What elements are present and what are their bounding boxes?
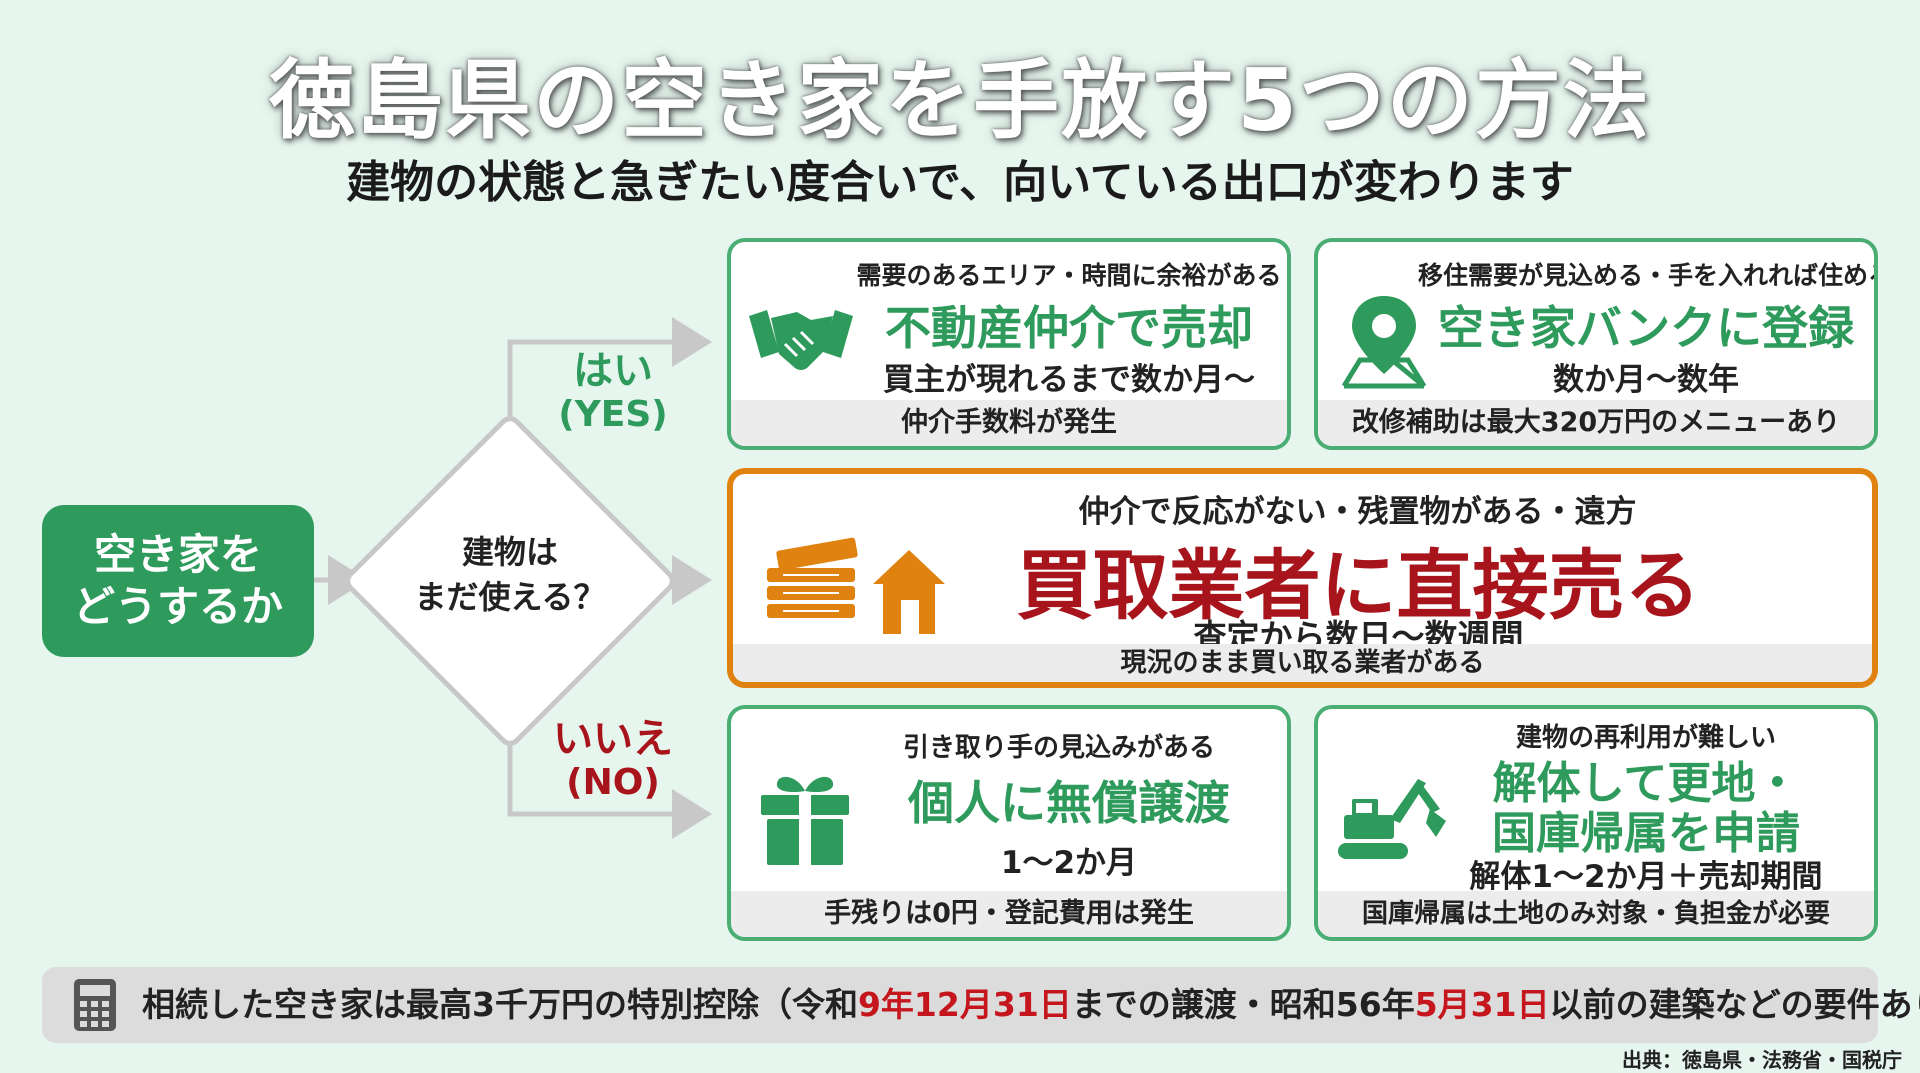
tax-note-part3: 以前の建築などの要件あり）: [1549, 985, 1920, 1024]
card-title-line2: 国庫帰属を申請: [1492, 808, 1800, 859]
card-period: 買主が現れるまで数か月〜: [883, 362, 1255, 398]
card-demolish: 建物の再利用が難しい 解体して更地・ 国庫帰属を申請 解体1〜2か月＋売却期間 …: [1314, 705, 1878, 941]
no-label: いいえ (NO): [538, 716, 688, 803]
card-condition: 需要のあるエリア・時間に余裕がある: [856, 261, 1282, 290]
card-condition: 仲介で反応がない・残置物がある・遠方: [1078, 494, 1637, 530]
tax-note-bar: 相続した空き家は最高3千万円の特別控除（令和9年12月31日までの譲渡・昭和56…: [42, 967, 1920, 1043]
yes-text: はい: [573, 348, 653, 394]
tax-note-part1: 相続した空き家は最高3千万円の特別控除（令和: [142, 985, 858, 1024]
card-condition: 建物の再利用が難しい: [1515, 723, 1776, 753]
card-condition: 引き取り手の見込みがある: [902, 733, 1215, 763]
card-note: 仲介手数料が発生: [731, 400, 1287, 446]
no-sub: (NO): [566, 762, 660, 803]
source-credit: 出典：徳島県・法務省・国税庁: [1622, 1048, 1902, 1072]
arrow-no: [507, 714, 712, 839]
card-period: 1〜2か月: [1000, 845, 1138, 881]
card-title: 個人に無償譲渡: [908, 776, 1230, 830]
tax-note-date2: 5月31日: [1414, 985, 1550, 1024]
gift-icon: [757, 769, 853, 873]
card-period: 解体1〜2か月＋売却期間: [1469, 859, 1823, 895]
card-period: 数か月〜数年: [1553, 362, 1739, 398]
yes-label: はい (YES): [548, 348, 678, 435]
handshake-icon: [745, 288, 857, 388]
page-subtitle: 建物の状態と急ぎたい度合いで、向いている出口が変わります: [346, 157, 1574, 208]
tax-note-text: 相続した空き家は最高3千万円の特別控除（令和9年12月31日までの譲渡・昭和56…: [142, 967, 1920, 1043]
card-akiya-bank: 移住需要が見込める・手を入れれば住める 空き家バンクに登録 数か月〜数年 改修補…: [1314, 238, 1878, 450]
card-title: 不動産仲介で売却: [885, 301, 1253, 355]
start-line1: 空き家を: [93, 529, 262, 579]
card-transfer: 引き取り手の見込みがある 個人に無償譲渡 1〜2か月 手残りは0円・登記費用は発…: [727, 705, 1291, 941]
money-house-icon: [763, 534, 953, 648]
card-title: 空き家バンクに登録: [1437, 301, 1855, 355]
excavator-icon: [1332, 765, 1448, 869]
calculator-icon: [72, 977, 118, 1037]
no-text: いいえ: [553, 716, 673, 762]
decision-text: 建物は まだ使える？: [380, 530, 640, 620]
card-condition: 移住需要が見込める・手を入れれば住める: [1418, 261, 1878, 290]
card-note: 手残りは0円・登記費用は発生: [731, 891, 1287, 937]
card-broker: 需要のあるエリア・時間に余裕がある 不動産仲介で売却 買主が現れるまで数か月〜 …: [727, 238, 1291, 450]
card-buyer: 仲介で反応がない・残置物がある・遠方 買取業者に直接売る 査定から数日〜数週間 …: [727, 468, 1878, 688]
decision-line2: まだ使える？: [414, 577, 606, 616]
card-note: 改修補助は最大320万円のメニューあり: [1318, 400, 1874, 446]
start-line2: どうするか: [72, 582, 283, 631]
page-title: 徳島県の空き家を手放す5つの方法: [269, 51, 1651, 151]
card-title-line1: 解体して更地・: [1492, 758, 1800, 809]
card-title: 買取業者に直接売る: [1016, 541, 1701, 630]
tax-note-part2: までの譲渡・昭和56年: [1071, 985, 1415, 1024]
card-note: 現況のまま買い取る業者がある: [733, 644, 1872, 682]
map-pin-icon: [1336, 290, 1432, 394]
decision-line1: 建物は: [461, 533, 558, 571]
start-box: 空き家を どうするか: [42, 505, 314, 657]
yes-sub: (YES): [558, 394, 668, 435]
tax-note-date1: 9年12月31日: [857, 985, 1072, 1024]
card-note: 国庫帰属は土地のみ対象・負担金が必要: [1318, 891, 1874, 937]
arrow-yes: [507, 317, 712, 446]
